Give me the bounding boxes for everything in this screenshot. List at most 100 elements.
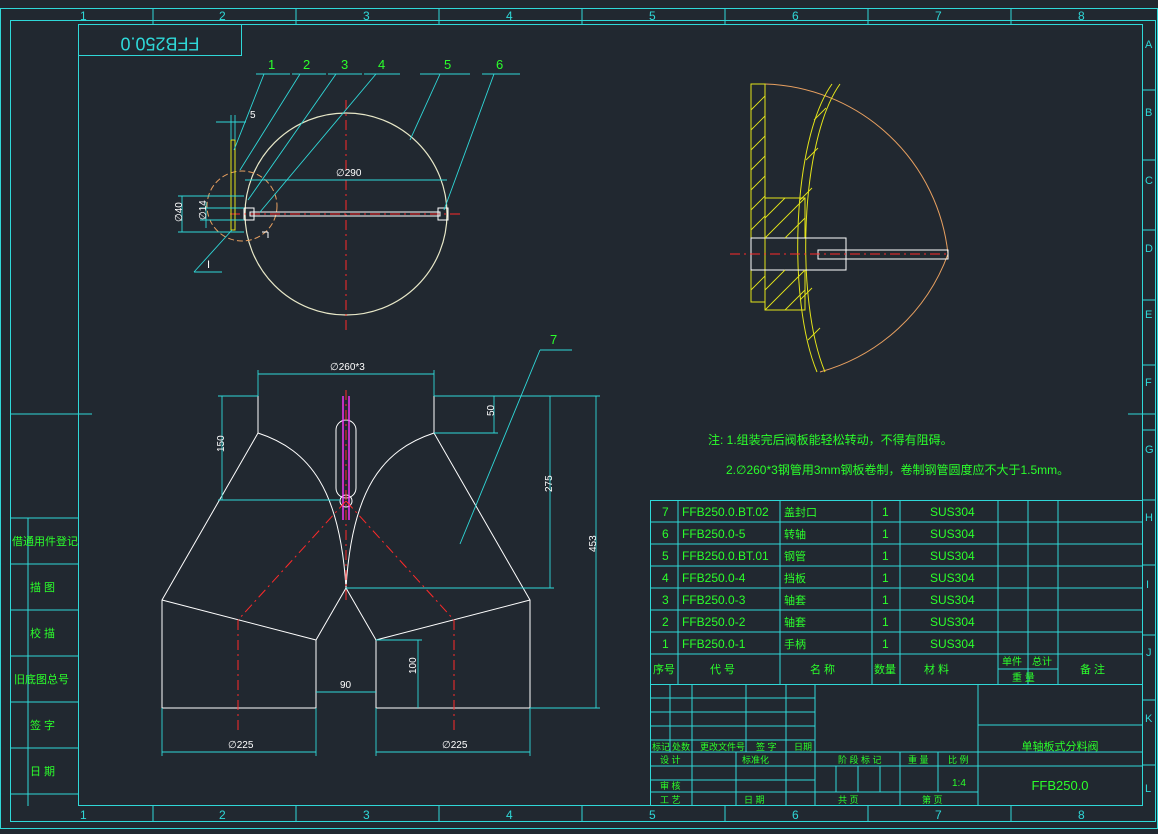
column-label: 1 xyxy=(80,9,87,23)
column-label: 3 xyxy=(363,808,370,822)
dim-150: 150 xyxy=(216,435,227,452)
leader-4 xyxy=(259,73,377,213)
tb-label: 标准化 xyxy=(742,754,769,765)
drawing-number: FFB250.0 xyxy=(1031,778,1088,793)
bom-header-total: 总计 xyxy=(1032,655,1052,668)
tb-label: 阶 段 标 记 xyxy=(838,754,882,765)
strip-label: 描 图 xyxy=(30,580,55,594)
tb-label: 比 例 xyxy=(948,754,969,765)
drawing-title: 单轴板式分料阀 xyxy=(1022,739,1099,753)
dim-d225-left: ∅225 xyxy=(228,740,254,751)
column-label: 2 xyxy=(219,9,226,23)
bushing-right xyxy=(437,207,449,221)
bom-qty: 1 xyxy=(882,527,889,541)
bom-mat: SUS304 xyxy=(930,637,975,651)
detail-circle xyxy=(206,170,278,242)
bom-name: 轴套 xyxy=(784,593,806,607)
inner-arc-a xyxy=(805,83,841,373)
balloon: 4 xyxy=(378,57,385,72)
column-labels-top: 1 2 3 4 5 6 7 8 xyxy=(80,9,1085,23)
dim-d225-right: ∅225 xyxy=(442,740,468,751)
column-label: 3 xyxy=(363,9,370,23)
tb-label: 处数 xyxy=(672,741,690,752)
bom-qty: 1 xyxy=(882,593,889,607)
column-label: 5 xyxy=(649,9,656,23)
note-1: 注: 1.组装完后阀板能轻松转动，不得有阻碍。 xyxy=(708,432,953,447)
zone-dividers xyxy=(152,8,1156,822)
column-label: 8 xyxy=(1078,808,1085,822)
bom-header-code: 代 号 xyxy=(710,663,735,676)
bom-mat: SUS304 xyxy=(930,527,975,541)
tb-label: 更改文件号 xyxy=(700,741,745,752)
bom-name: 转轴 xyxy=(784,527,806,541)
stamp-box xyxy=(78,24,242,56)
bom-code: FFB250.0-1 xyxy=(682,637,746,651)
row-labels: A B C D E F G H I J K L xyxy=(1145,39,1154,795)
column-label: 1 xyxy=(80,808,87,822)
bom-mat: SUS304 xyxy=(930,615,975,629)
balloon: 2 xyxy=(303,57,310,72)
balloon: 3 xyxy=(341,57,348,72)
row-label: E xyxy=(1145,309,1152,321)
bom-code: FFB250.0-4 xyxy=(682,571,746,585)
tb-label: 工 艺 xyxy=(660,795,681,805)
section-view xyxy=(730,83,950,373)
strip-label: 签 字 xyxy=(30,718,55,732)
strip-label: 校 描 xyxy=(30,626,55,640)
scale-value: 1:4 xyxy=(952,778,966,789)
grid-frame xyxy=(10,20,1156,822)
leader-2 xyxy=(239,73,301,171)
strip-label: 旧底图总号 xyxy=(14,672,69,686)
bom-qty: 1 xyxy=(882,571,889,585)
leader-6 xyxy=(443,73,495,211)
outer-arc xyxy=(764,83,949,373)
bom-table: 7 FFB250.0.BT.02 盖封口 1 SUS304 6 FFB250.0… xyxy=(650,500,1143,685)
bom-seq: 1 xyxy=(662,637,669,651)
tb-label: 标记 xyxy=(652,741,670,752)
column-label: 5 xyxy=(649,808,656,822)
leader-7 xyxy=(459,349,541,545)
bom-mat: SUS304 xyxy=(930,549,975,563)
leader-5 xyxy=(409,73,441,141)
dim-5: 5 xyxy=(250,110,256,121)
balloon: 6 xyxy=(496,57,503,72)
tb-label: 重 量 xyxy=(908,754,929,765)
tb-label: 第 页 xyxy=(922,794,943,805)
row-label: A xyxy=(1145,39,1153,51)
tb-label: 设 计 xyxy=(660,754,681,765)
dim-d40: ∅40 xyxy=(174,202,185,222)
bom-mat: SUS304 xyxy=(930,593,975,607)
bom-seq: 3 xyxy=(662,593,669,607)
bom-seq: 6 xyxy=(662,527,669,541)
bom-seq: 7 xyxy=(662,505,669,519)
bom-qty: 1 xyxy=(882,549,889,563)
column-label: 8 xyxy=(1078,9,1085,23)
bom-header-unit: 单件 xyxy=(1002,656,1022,668)
bom-header-weight: 重 量 xyxy=(1012,671,1035,684)
row-label: L xyxy=(1145,783,1151,795)
row-label: F xyxy=(1145,377,1152,389)
leader-1 xyxy=(233,73,265,151)
column-labels-bottom: 1 2 3 4 5 6 7 8 xyxy=(80,808,1085,822)
inner-arc-b xyxy=(797,83,833,373)
dim-275: 275 xyxy=(544,475,555,492)
inner-frame xyxy=(78,24,1143,806)
tb-label: 日期 xyxy=(794,742,812,752)
bom-mat: SUS304 xyxy=(930,571,975,585)
dim-453: 453 xyxy=(588,535,599,552)
row-label: J xyxy=(1146,647,1152,659)
row-label: C xyxy=(1145,175,1153,187)
bom-header-mat: 材 料 xyxy=(924,662,949,676)
dim-90: 90 xyxy=(340,680,352,691)
dim-50: 50 xyxy=(486,404,497,416)
bom-header-qty: 数量 xyxy=(874,663,896,676)
dim-100: 100 xyxy=(408,657,419,674)
dim-d290: ∅290 xyxy=(336,168,362,179)
row-label: I xyxy=(1146,579,1149,591)
bom-name: 轴套 xyxy=(784,615,806,629)
bom-code: FFB250.0-2 xyxy=(682,615,746,629)
leader-3 xyxy=(247,73,337,201)
bom-qty: 1 xyxy=(882,505,889,519)
